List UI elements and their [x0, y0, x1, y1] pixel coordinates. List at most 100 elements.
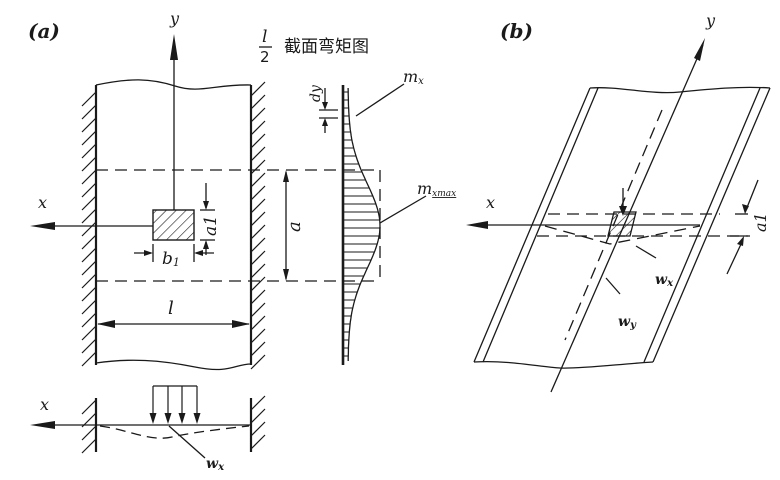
load-arrow-head [149, 413, 157, 424]
wall-hatch-line [250, 159, 266, 175]
a1-label-b: a1 [751, 212, 770, 232]
wall-hatch-line [81, 91, 97, 107]
wall-hatch-line [81, 325, 97, 341]
wall-hatch-line [250, 302, 266, 318]
wall-hatch-line [81, 117, 97, 133]
wall-hatch-line [250, 421, 266, 437]
panel-a: (a) y x [28, 9, 456, 473]
left-wall-support [81, 85, 98, 367]
bottom-break-line-b [473, 361, 654, 369]
wall-hatch-line [250, 354, 266, 370]
right-wall-support [249, 81, 266, 370]
panel-b-label: (b) [500, 19, 533, 43]
wall-hatch-line [81, 247, 97, 263]
x-axis-a: x [30, 193, 153, 230]
wall-hatch-line [250, 276, 266, 292]
a-label: a [284, 221, 305, 232]
dimension-a: a [283, 170, 305, 281]
right-edge-inner [643, 87, 761, 363]
wall-hatch-line [250, 172, 266, 188]
wall-hatch-line [250, 341, 266, 357]
dimension-l: l [97, 298, 250, 328]
wall-hatch-line [250, 328, 266, 344]
wall-hatch-line [250, 81, 266, 97]
wall-hatch-line [81, 273, 97, 289]
panel-a-label: (a) [28, 19, 60, 43]
wx-label-a: wx [206, 456, 225, 473]
wall-hatch-line [250, 434, 266, 450]
wall-hatch-line [81, 169, 97, 185]
load-arrow-head [178, 413, 186, 424]
wall-hatch-line [250, 211, 266, 227]
wall-hatch-line [81, 338, 97, 354]
wx-leader-b [635, 245, 657, 259]
section-x-label: x [40, 395, 49, 414]
wall-hatch-line [250, 237, 266, 253]
y-axis-b: y [550, 11, 716, 393]
wall-hatch-line [250, 185, 266, 201]
bottom-break-line [95, 359, 252, 371]
load-arrow-head [193, 413, 201, 424]
moment-title: 截面弯矩图 [284, 37, 369, 57]
fraction-numerator: l [262, 27, 267, 47]
wy-leader-b [605, 277, 621, 295]
load-patch [152, 209, 195, 241]
wall-hatch-line [250, 224, 266, 240]
mx-label: mx [403, 67, 424, 87]
wall-hatch-line [81, 130, 97, 146]
wall-hatch-line [250, 94, 266, 110]
wall-hatch-line [250, 263, 266, 279]
wall-hatch-line [250, 250, 266, 266]
wall-hatch-line [250, 146, 266, 162]
wall-hatch-line [81, 399, 97, 415]
wall-hatch-line [81, 351, 97, 367]
wall-hatch-line [250, 120, 266, 136]
b1-label: b1 [162, 249, 180, 269]
x-axis-b: x [466, 193, 700, 229]
wall-hatch-line [250, 315, 266, 331]
dimension-b1: b1 [134, 244, 214, 269]
wall-hatch-line [250, 395, 266, 411]
wall-hatch-line [81, 312, 97, 328]
l-label: l [168, 298, 174, 319]
wall-hatch-line [250, 107, 266, 123]
load-patch-b [607, 211, 637, 237]
top-break-line [95, 79, 252, 90]
wall-hatch-line [250, 198, 266, 214]
wall-hatch-line [81, 286, 97, 302]
wx-label-b: wx [655, 272, 674, 289]
dimension-a1-b: a1 [726, 179, 770, 275]
x-axis-label-b: x [486, 193, 495, 212]
load-arrow-head [164, 413, 172, 424]
wall-hatch-line [81, 104, 97, 120]
wall-hatch-line [250, 408, 266, 424]
right-edge-outer [652, 87, 771, 363]
wall-hatch-line [81, 412, 97, 428]
mxmax-label: mxmax [417, 179, 456, 199]
wall-hatch-line [81, 143, 97, 159]
a1-label: a1 [201, 215, 221, 236]
y-axis-a: y [169, 9, 180, 210]
deflection-x-b [544, 225, 701, 245]
x-axis-label: x [38, 193, 47, 212]
wy-label-b: wy [618, 314, 637, 331]
dy-label: dy [308, 84, 324, 102]
wall-hatch-line [250, 133, 266, 149]
wall-hatch-line [81, 156, 97, 172]
wall-hatch-line [81, 195, 97, 211]
section-view: x wx [30, 385, 266, 473]
fraction-denominator: 2 [260, 48, 270, 66]
y-axis-label: y [169, 9, 180, 28]
wall-hatch-line [81, 182, 97, 198]
wall-hatch-line [81, 234, 97, 250]
wall-hatch-line [81, 221, 97, 237]
wall-hatch-line [81, 438, 97, 454]
panel-b: (b) y x [466, 11, 771, 393]
wall-hatch-line [81, 299, 97, 315]
moment-diagram-title: l 2 截面弯矩图 [259, 27, 369, 66]
y-axis-label-b: y [705, 11, 716, 30]
top-break-line-b [589, 86, 771, 94]
wall-hatch-line [81, 425, 97, 441]
moment-diagram: dy mx mxmax [308, 67, 456, 365]
